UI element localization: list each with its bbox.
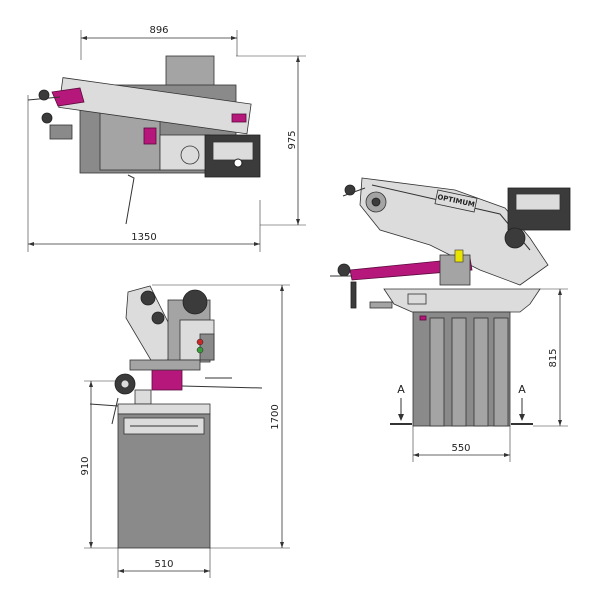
label-front-base-width: 510 [154,559,173,570]
side-table [383,288,541,313]
vise-handle [51,87,85,107]
label-front-total-height: 1700 [270,404,281,429]
dim-top-length: 1350 [27,95,261,252]
side-view: OPTIMUM A A [330,177,571,462]
dim-front-base-width: 510 [117,548,211,578]
section-marker-left: A [390,383,412,425]
dim-side-height: 815 [533,288,568,427]
dim-top-width: 896 [80,25,238,60]
label-top-width: 896 [149,25,168,36]
dim-front-total-height: 1700 [152,284,290,549]
dim-front-base-height: 910 [80,380,118,549]
motor-housing [165,55,215,87]
label-front-base-height: 910 [80,456,91,475]
section-marker-right: A [511,383,533,425]
label-top-height: 975 [287,130,298,149]
label-side-height: 815 [548,348,559,367]
label-side-width: 550 [451,443,470,454]
front-vise [151,367,183,391]
label-top-length: 1350 [131,232,156,243]
dim-side-width: 550 [412,426,511,462]
dim-top-height: 975 [236,55,306,226]
front-view: 1700 910 510 [80,284,290,578]
saw-head [359,177,549,286]
top-view: 896 975 1350 [27,25,306,252]
front-stand [117,413,211,549]
svg-text:A: A [397,383,405,396]
svg-text:A: A [518,383,526,396]
